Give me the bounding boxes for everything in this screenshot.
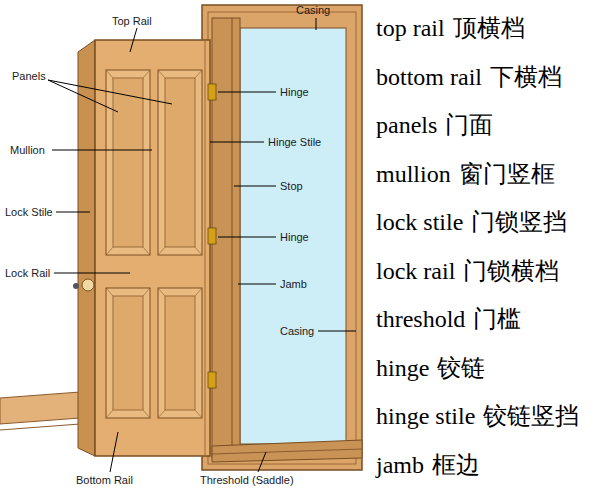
chinese-term: 门锁竖挡 (471, 208, 567, 236)
part-label: Jamb (280, 278, 307, 291)
part-label: Panels (12, 70, 46, 83)
chinese-term: 门面 (445, 111, 493, 139)
part-label: Stop (280, 180, 303, 193)
english-term: lock rail (376, 257, 455, 285)
chinese-term: 门槛 (473, 305, 521, 333)
english-term: panels (376, 111, 437, 139)
vocabulary-row: jamb 框边 (376, 451, 480, 479)
chinese-term: 铰链 (437, 354, 485, 382)
vocabulary-row: panels 门面 (376, 111, 493, 139)
part-label: Hinge (280, 86, 309, 99)
part-label: Top Rail (112, 15, 152, 28)
chinese-term: 下横档 (490, 63, 562, 91)
part-label: Threshold (Saddle) (200, 474, 294, 487)
part-label: Casing (280, 325, 314, 338)
part-label: Lock Stile (5, 206, 53, 219)
english-term: hinge (376, 354, 429, 382)
chinese-term: 门锁横档 (463, 257, 559, 285)
english-term: hinge stile (376, 402, 475, 430)
vocabulary-row: top rail 顶横档 (376, 14, 525, 42)
english-term: jamb (376, 451, 424, 479)
chinese-term: 铰链竖挡 (483, 402, 579, 430)
vocabulary-row: mullion 窗门竖框 (376, 160, 555, 188)
part-label: Mullion (10, 144, 45, 157)
chinese-term: 顶横档 (453, 14, 525, 42)
vocabulary-row: threshold 门槛 (376, 305, 521, 333)
english-term: bottom rail (376, 63, 482, 91)
english-term: threshold (376, 305, 465, 333)
chinese-term: 框边 (432, 451, 480, 479)
part-label: Hinge Stile (268, 136, 321, 149)
part-label: Bottom Rail (76, 474, 133, 487)
vocabulary-row: hinge 铰链 (376, 354, 485, 382)
english-term: lock stile (376, 208, 463, 236)
english-term: top rail (376, 14, 445, 42)
part-label: Lock Rail (5, 267, 50, 280)
vocabulary-row: hinge stile 铰链竖挡 (376, 402, 579, 430)
chinese-term: 窗门竖框 (459, 160, 555, 188)
vocabulary-row: lock stile 门锁竖挡 (376, 208, 567, 236)
vocabulary-row: bottom rail 下横档 (376, 63, 562, 91)
vocabulary-row: lock rail 门锁横档 (376, 257, 559, 285)
part-label: Casing (296, 4, 330, 17)
part-label: Hinge (280, 231, 309, 244)
english-term: mullion (376, 160, 451, 188)
